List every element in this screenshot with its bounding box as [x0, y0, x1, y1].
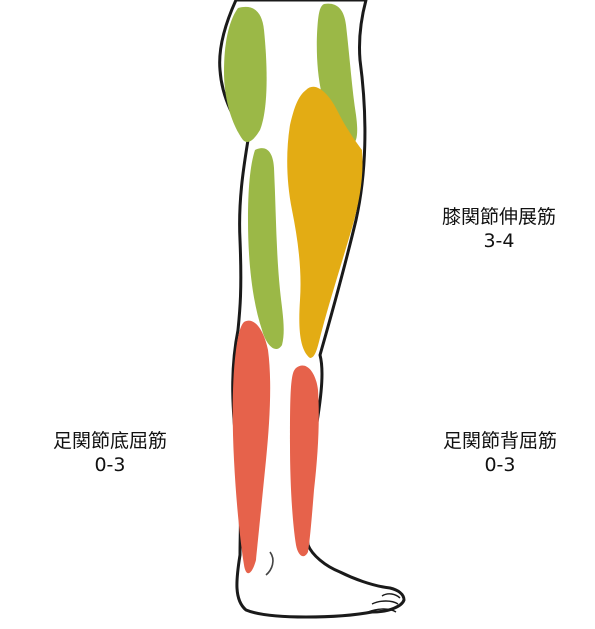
knee-extensor-label: 膝関節伸展筋 3-4 [414, 205, 584, 253]
ankle-dorsi-name: 足関節背屈筋 [443, 430, 557, 452]
ankle-plantar-name: 足関節底屈筋 [53, 430, 167, 452]
ankle-dorsi-score: 0-3 [410, 453, 590, 477]
ankle-plantar-score: 0-3 [6, 453, 214, 477]
ankle-dorsi-label: 足関節背屈筋 0-3 [410, 429, 590, 477]
shin-dorsi-muscle [290, 365, 319, 556]
knee-extensor-name: 膝関節伸展筋 [442, 206, 556, 228]
outer-thigh-muscle [224, 7, 267, 142]
ankle-plantar-label: 足関節底屈筋 0-3 [6, 429, 214, 477]
knee-extensor-score: 3-4 [414, 229, 584, 253]
